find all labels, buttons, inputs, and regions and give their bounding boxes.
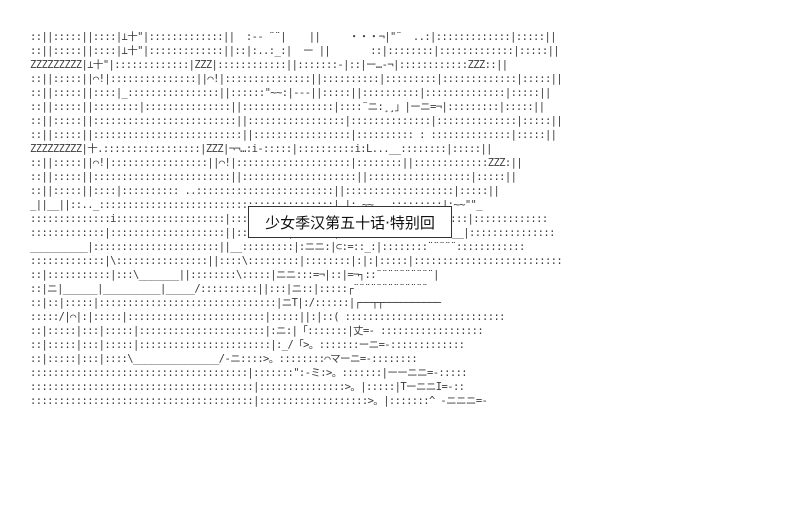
ascii-art-line: ::|:::::|:::|:::::|:::::::::::::::::::::…: [30, 325, 484, 337]
ascii-art-line: ::|:::::|:::|:::::|:::::::::::::::::::::…: [30, 339, 465, 351]
ascii-art-line: :::::::::::::::::::::::::::::::::::::::|…: [30, 395, 488, 407]
ascii-art-line: ::||:::::||⌒!|:::::::::::::::||⌒!|::::::…: [30, 73, 563, 85]
ascii-art-line: ::||:::::||:::::::::::::::::::::::::||::…: [30, 115, 563, 127]
ascii-art-line: ::::::::::::::::::::::::::::::::::::::|:…: [30, 367, 468, 379]
ascii-art-line: ZZZZZZZZZ|十.:::::::::::::::::|ZZZ|¬¬…:i-…: [30, 143, 493, 155]
ascii-art-line: __________|::::::::::::::::::::::||__:::…: [30, 241, 525, 253]
title-box: 少女季汉第五十话·特别回: [248, 206, 452, 238]
ascii-art-line: ::||:::::||::::|_::::::::::::::::||:::::…: [30, 87, 551, 99]
ascii-art-line: ::||:::::||::::::::::::::::::::::::||:::…: [30, 171, 517, 183]
ascii-art-line: :::::::::::::::::::::::::::::::::::::::|…: [30, 381, 465, 393]
ascii-art-line: ::||:::::||::::|⊥十"|:::::::::::::|| :-- …: [30, 31, 557, 43]
ascii-art-line: ::|:::::|:::|::::\_______________/-ニ::::…: [30, 353, 418, 365]
ascii-art-line: ::||:::::||::::|⊥十"|:::::::::::::||::|:.…: [30, 45, 560, 57]
ascii-art-line: :::::::::::::|\::::::::::::::::||::::\::…: [30, 255, 563, 267]
ascii-art-line: ::|::|:::::|::::::::::::::::::::::::::::…: [30, 297, 441, 309]
ascii-art-line: ::||:::::||::::::::|:::::::::::::::||:::…: [30, 101, 545, 113]
ascii-art-line: ::||:::::||::::|:::::::::: ..:::::::::::…: [30, 185, 500, 197]
ascii-art-line: ::|ニ|______|__________|_____/::::::::::|…: [30, 283, 428, 295]
ascii-art-line: ::||:::::||⌒!|:::::::::::::::::||⌒!|::::…: [30, 157, 523, 169]
page-title: 少女季汉第五十话·特别回: [265, 213, 435, 232]
ascii-art-line: ::|:::::::::::|:::\_______||::::::::\:::…: [30, 269, 439, 281]
ascii-art-line: ::||:::::||::::::::::::::::::::::::::||:…: [30, 129, 557, 141]
ascii-art-line: :::::/|⌒|:|:::::|:::::::::::::::::::::::…: [30, 311, 505, 323]
ascii-art-line: ZZZZZZZZZ|⊥十"|:::::::::::::|ZZZ|::::::::…: [30, 59, 508, 71]
